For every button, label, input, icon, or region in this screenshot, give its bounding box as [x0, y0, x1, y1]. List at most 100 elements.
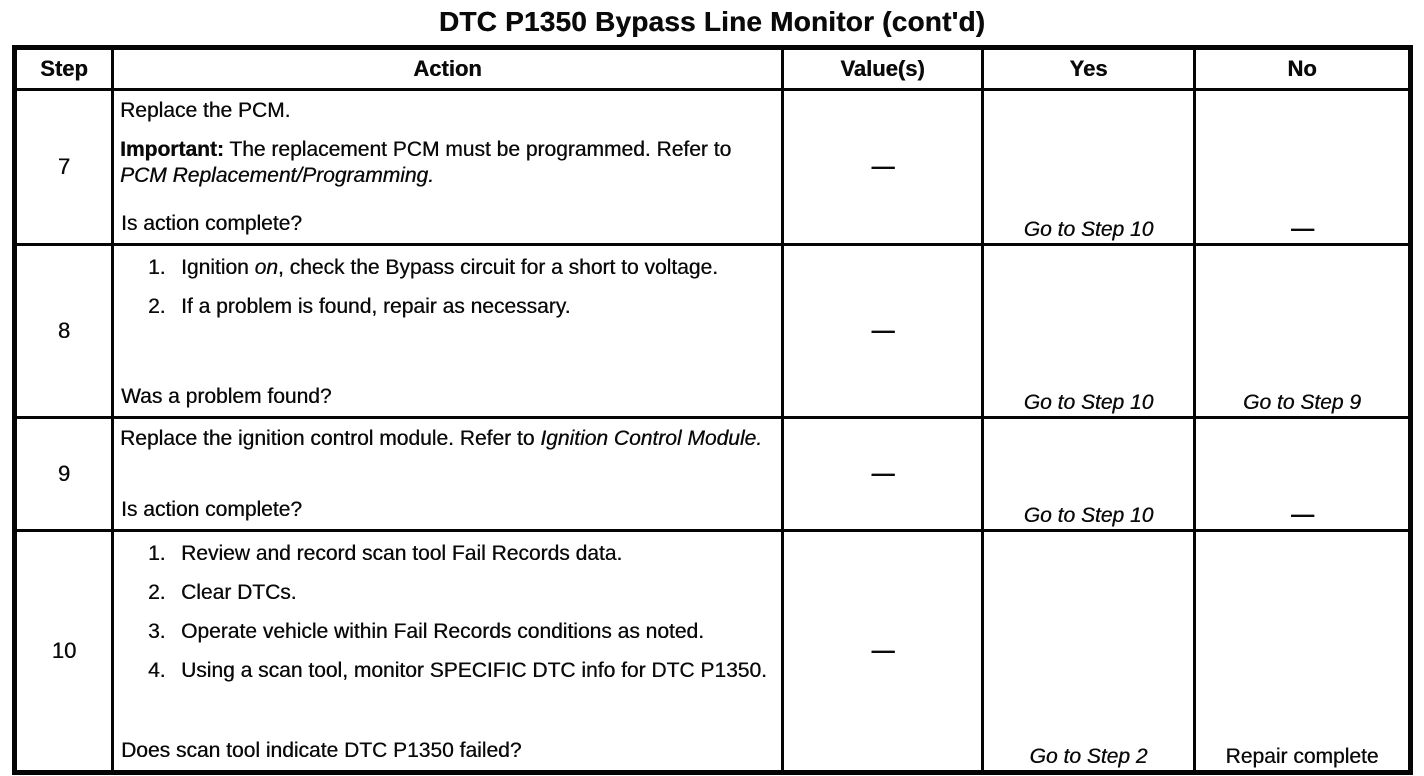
- text-segment: Value(s): [840, 56, 925, 81]
- yes-cell: Go to Step 10: [981, 88, 1196, 246]
- value-cell: —: [781, 243, 984, 419]
- value-cell: —: [781, 88, 984, 246]
- no-answer: —: [1291, 500, 1314, 527]
- text-segment: 9: [57, 461, 71, 487]
- table-body: 7 Replace the PCM. Important: The replacem…: [13, 88, 1412, 774]
- list-item: 4. Using a scan tool, monitor SPECIFIC DT…: [120, 658, 773, 684]
- list-item-text: Ignition on, check the Bypass circuit fo…: [181, 255, 773, 281]
- text-segment: Operate vehicle within Fail Records cond…: [181, 620, 704, 644]
- text-segment: Using a scan tool, monitor SPECIFIC DTC …: [181, 659, 767, 683]
- no-answer: Go to Step 9: [1243, 390, 1361, 414]
- diagnostic-table: Step Action Value(s) Yes No 7 Replace the PCM…: [12, 45, 1413, 775]
- text-segment: If a problem is found, repair as necessa…: [181, 295, 571, 319]
- text-segment: 10: [51, 638, 77, 664]
- text-segment: , check the Bypass circuit for a short t…: [277, 256, 718, 279]
- text-segment: Was a problem found?: [121, 384, 332, 408]
- no-cell: Repair complete: [1193, 529, 1412, 774]
- italic-text: Ignition Control Module.: [540, 427, 763, 450]
- no-cell: —: [1193, 416, 1412, 532]
- step-cell: 9: [13, 416, 114, 532]
- table-row-step-8: 8 1. Ignition on, check the Bypass circuit…: [13, 243, 1412, 419]
- paragraph: Replace the ignition control module. Ref…: [120, 426, 773, 452]
- no-cell: —: [1193, 88, 1412, 246]
- paragraph: Replace the PCM.: [120, 98, 773, 124]
- em-dash: —: [871, 153, 895, 180]
- text-segment: Action: [413, 56, 482, 81]
- text-segment: 8: [57, 318, 71, 344]
- text-segment: 7: [57, 154, 71, 180]
- text-segment: Replace the PCM.: [120, 99, 291, 122]
- list-item-text: Review and record scan tool Fail Records…: [181, 541, 773, 567]
- list-number: 2.: [148, 581, 166, 605]
- text-segment: Step: [40, 56, 88, 81]
- paragraph: Important: The replacement PCM must be p…: [120, 137, 773, 189]
- em-dash: —: [871, 317, 895, 344]
- yes-cell: Go to Step 10: [981, 243, 1196, 419]
- bold-text: Important:: [120, 138, 224, 162]
- list-item-text: Using a scan tool, monitor SPECIFIC DTC …: [181, 658, 773, 684]
- action-content: 1. Review and record scan tool Fail Recor…: [116, 534, 780, 770]
- column-header-value-s-: Value(s): [781, 46, 984, 91]
- yes-answer: Go to Step 10: [1023, 217, 1154, 241]
- text-segment: Replace the ignition control module. Ref…: [120, 427, 541, 450]
- list-item: 2. Clear DTCs.: [120, 580, 773, 606]
- step-cell: 7: [13, 88, 114, 246]
- list-item-text: Clear DTCs.: [181, 580, 773, 606]
- text-segment: Is action complete?: [121, 211, 302, 235]
- text-segment: Is action complete?: [121, 497, 302, 521]
- manual-page: DTC P1350 Bypass Line Monitor (cont'd) S…: [0, 6, 1424, 776]
- yes-answer: Go to Step 10: [1023, 503, 1154, 527]
- action-cell: Replace the ignition control module. Ref…: [111, 416, 784, 532]
- list-item: 2. If a problem is found, repair as neces…: [120, 294, 773, 320]
- list-item: 1. Review and record scan tool Fail Recor…: [120, 541, 773, 567]
- yes-cell: Go to Step 10: [981, 416, 1196, 532]
- yes-cell: Go to Step 2: [981, 529, 1196, 774]
- italic-text: on: [254, 256, 278, 279]
- column-header-action: Action: [111, 46, 784, 91]
- text-segment: Ignition: [181, 256, 255, 279]
- text-segment: Yes: [1069, 56, 1108, 81]
- page-title: DTC P1350 Bypass Line Monitor (cont'd): [438, 6, 986, 37]
- no-cell: Go to Step 9: [1193, 243, 1412, 419]
- value-cell: —: [781, 416, 984, 532]
- action-blocks: Replace the PCM. Important: The replaceme…: [120, 96, 773, 202]
- value-cell: —: [781, 529, 984, 774]
- table-row-step-9: 9 Replace the ignition control module. Re…: [13, 416, 1412, 532]
- action-cell: Replace the PCM. Important: The replaceme…: [111, 88, 784, 246]
- text-segment: No: [1287, 56, 1317, 81]
- action-content: Replace the ignition control module. Ref…: [116, 421, 780, 528]
- italic-text: PCM Replacement/Programming.: [120, 164, 434, 188]
- action-blocks: 1. Ignition on, check the Bypass circuit …: [120, 251, 773, 333]
- list-number: 1.: [148, 542, 166, 565]
- table-header: Step Action Value(s) Yes No: [13, 46, 1412, 91]
- table-row-step-10: 10 1. Review and record scan tool Fail Rec…: [13, 529, 1412, 774]
- text-segment: Clear DTCs.: [181, 581, 297, 605]
- list-item: 1. Ignition on, check the Bypass circuit …: [120, 255, 773, 281]
- list-number: 4.: [148, 659, 166, 683]
- no-answer: Repair complete: [1225, 744, 1379, 768]
- table-row-step-7: 7 Replace the PCM. Important: The replacem…: [13, 88, 1412, 246]
- text-segment: The replacement PCM must be programmed. …: [223, 138, 732, 162]
- action-cell: 1. Review and record scan tool Fail Recor…: [111, 529, 784, 774]
- list-item-text: Operate vehicle within Fail Records cond…: [181, 619, 773, 645]
- text-segment: Does scan tool indicate DTC P1350 failed…: [121, 738, 522, 762]
- list-number: 2.: [148, 295, 166, 319]
- action-question: Was a problem found?: [120, 384, 773, 412]
- yes-answer: Go to Step 2: [1029, 744, 1148, 768]
- list-item-text: If a problem is found, repair as necessa…: [181, 294, 773, 320]
- list-number: 3.: [148, 620, 166, 644]
- action-question: Is action complete?: [120, 211, 773, 239]
- yes-answer: Go to Step 10: [1023, 390, 1154, 414]
- column-header-yes: Yes: [981, 46, 1196, 91]
- action-blocks: 1. Review and record scan tool Fail Recor…: [120, 537, 773, 697]
- list-number: 1.: [148, 256, 166, 279]
- action-cell: 1. Ignition on, check the Bypass circuit …: [111, 243, 784, 419]
- text-segment: Review and record scan tool Fail Records…: [181, 542, 623, 565]
- action-question: Is action complete?: [120, 497, 773, 525]
- action-content: 1. Ignition on, check the Bypass circuit …: [116, 248, 780, 415]
- list-item: 3. Operate vehicle within Fail Records co…: [120, 619, 773, 645]
- step-cell: 10: [13, 529, 114, 774]
- header-row: Step Action Value(s) Yes No: [13, 46, 1412, 91]
- em-dash: —: [871, 460, 895, 487]
- step-cell: 8: [13, 243, 114, 419]
